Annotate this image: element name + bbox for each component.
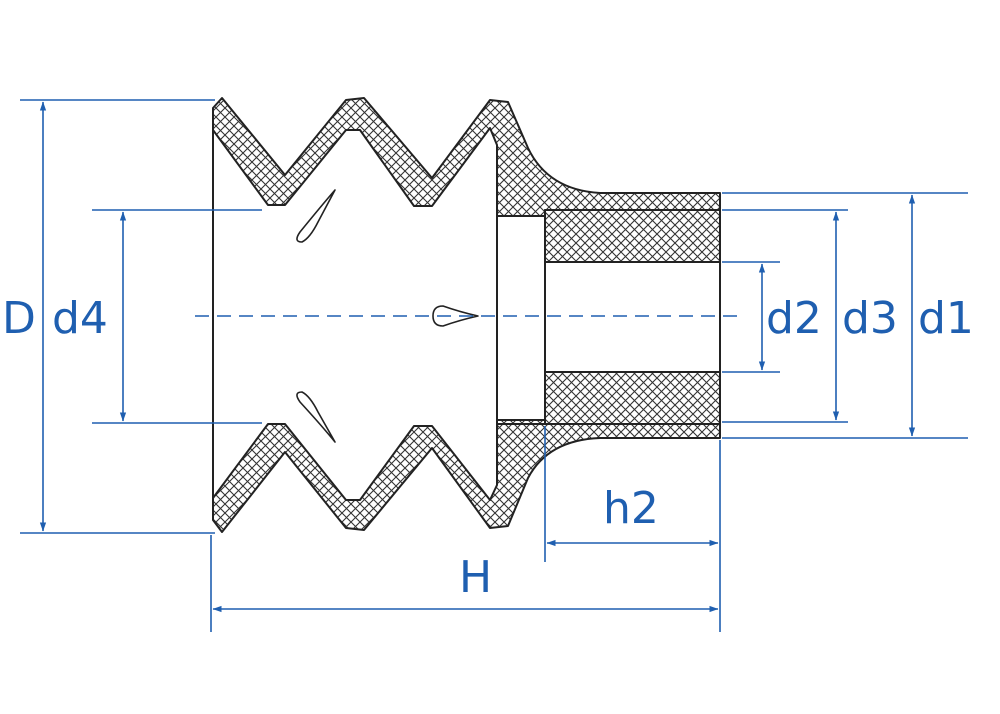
label-H: H [459,552,492,603]
label-h2: h2 [603,483,659,534]
bellows-wall-bottom [212,419,721,533]
label-d2: d2 [766,293,822,344]
vent-hole-lower [296,391,336,443]
dimension-labels: D d4 d2 d3 d1 h2 H [2,293,974,603]
connector-wall-top [544,209,721,263]
bellows-wall-top [212,97,721,217]
label-d3: d3 [842,293,898,344]
label-d4: d4 [52,293,108,344]
vent-hole-upper [296,189,336,243]
label-d1: d1 [918,293,974,344]
label-D: D [2,293,36,344]
inner-cavity-outline [497,215,546,425]
part-section [212,97,721,533]
vent-hole-center [432,305,479,327]
connector-wall-bottom [544,371,721,425]
dimensions [20,99,968,632]
